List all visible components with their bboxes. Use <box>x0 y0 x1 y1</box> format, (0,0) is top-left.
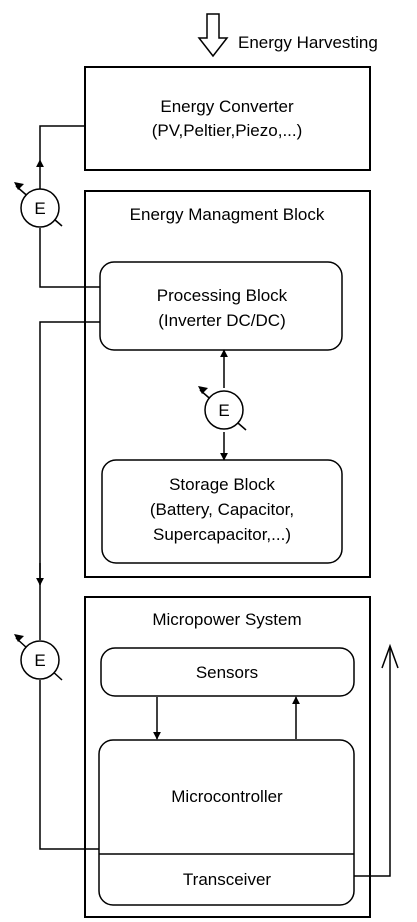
harvest-input-arrow <box>197 13 229 58</box>
processing-to-microcontroller-path <box>36 321 100 850</box>
processing-subtitle: (Inverter DC/DC) <box>158 311 286 330</box>
microcontroller-label: Microcontroller <box>171 787 283 806</box>
svg-text:E: E <box>34 651 45 670</box>
processing-block <box>99 261 343 351</box>
energy-meter-icon: E <box>14 634 63 681</box>
energy-meter-icon: E <box>14 182 63 228</box>
management-title: Energy Managment Block <box>130 205 325 224</box>
sensors-block <box>100 647 355 697</box>
svg-text:E: E <box>34 199 45 218</box>
microcontroller-block <box>98 739 355 906</box>
sensors-label: Sensors <box>196 663 258 682</box>
transceiver-label: Transceiver <box>183 870 272 889</box>
harvest-label: Energy Harvesting <box>238 33 378 52</box>
converter-to-processing-path <box>36 125 100 288</box>
energy-meter-icon: E <box>198 386 247 431</box>
processing-title: Processing Block <box>157 286 288 305</box>
antenna-icon <box>354 643 399 877</box>
micropower-title: Micropower System <box>152 610 301 629</box>
converter-subtitle: (PV,Peltier,Piezo,...) <box>152 121 303 140</box>
storage-title: Storage Block <box>169 475 275 494</box>
storage-line2: (Battery, Capacitor, <box>150 500 294 519</box>
svg-text:E: E <box>218 401 229 420</box>
energy-converter-box <box>84 66 371 171</box>
converter-title: Energy Converter <box>160 97 294 116</box>
storage-line3: Supercapacitor,...) <box>153 525 291 544</box>
